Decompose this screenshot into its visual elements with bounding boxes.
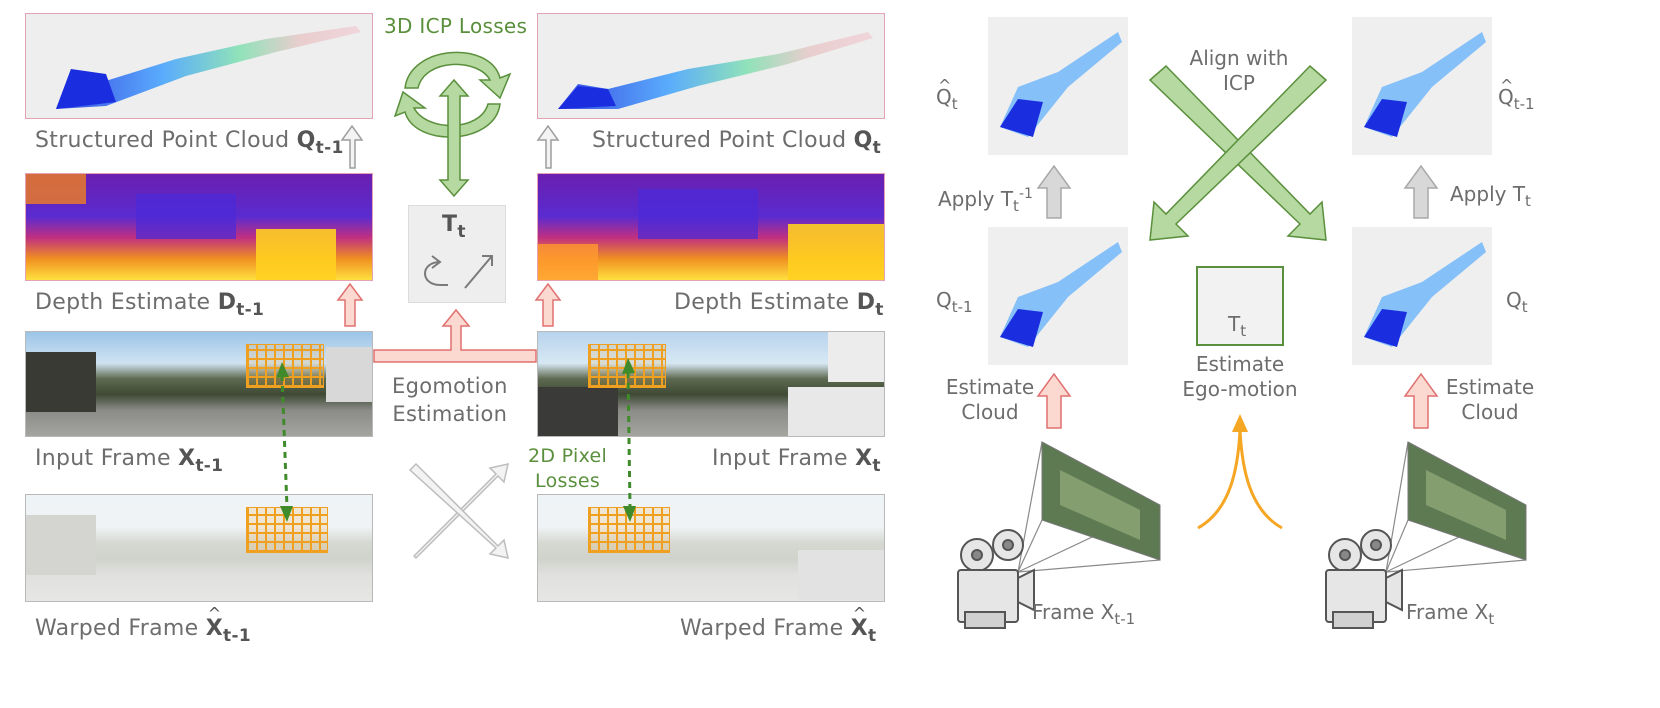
depth-cur-label: Depth Estimate Dt [674, 290, 884, 320]
input-frame-cur-image [537, 331, 885, 437]
camera-icon-cur [1325, 529, 1403, 629]
warped-cur-label: Warped Frame Xt [680, 604, 876, 646]
warped-frame-cur-image [537, 494, 885, 602]
camera-icon-prev [957, 529, 1035, 629]
warped-prev-label: Warped Frame Xt-1 [35, 604, 251, 646]
point-cloud-cur-thumb [1352, 227, 1492, 365]
point-cloud-prev-label: Structured Point Cloud Qt-1 [35, 128, 344, 158]
input-prev-label: Input Frame Xt-1 [35, 446, 224, 476]
transform-label-right: Tt [1228, 312, 1247, 340]
point-cloud-prev-image [56, 26, 361, 109]
egomotion-label: Egomotion Estimation [392, 374, 508, 426]
icp-vertical-arrow [438, 78, 470, 198]
q-prev-label: Qt-1 [936, 288, 973, 316]
up-arrow-pink-prev [336, 282, 364, 327]
icp-losses-label: 3D ICP Losses [384, 14, 528, 38]
frame-cur-label: Frame Xt [1406, 600, 1495, 628]
align-icp-label: Align with ICP [1189, 46, 1289, 95]
align-icp-cross-arrows [1148, 64, 1328, 241]
depth-prev-label: Depth Estimate Dt-1 [35, 290, 265, 320]
pixel-grid-overlay-cur [588, 344, 666, 388]
estimate-cloud-arrow-prev [1036, 372, 1072, 429]
point-cloud-hat-prev-thumb [988, 17, 1128, 155]
pixel-grid-overlay-warped-prev [246, 507, 328, 553]
qhat-prev-label: Qt [936, 73, 958, 117]
up-arrow-grey-prev [340, 124, 364, 169]
point-cloud-cur-panel [537, 13, 885, 119]
transform-label-left: Tt [442, 212, 466, 242]
transform-box-left [408, 205, 506, 303]
estimate-cloud-prev-label: Estimate Cloud [945, 375, 1035, 424]
input-frame-prev-image [25, 331, 373, 437]
pixel-losses-label: 2D Pixel Losses [528, 445, 608, 492]
egomotion-connector-arrow [373, 308, 537, 363]
point-cloud-cur-label: Structured Point Cloud Qt [592, 128, 882, 158]
apply-inverse-label: Apply Tt-1 [938, 186, 1033, 215]
pixel-grid-overlay-prev [246, 344, 324, 388]
apply-arrow [1403, 164, 1439, 219]
frame-prev-label: Frame Xt-1 [1032, 600, 1136, 628]
up-arrow-pink-cur [534, 282, 562, 327]
point-cloud-hat-cur-thumb [1352, 17, 1492, 155]
icp-cycle-arrows [393, 51, 512, 138]
pixel-correspondence-arrows [280, 371, 632, 509]
point-cloud-prev-panel [25, 13, 373, 119]
estimate-cloud-cur-label: Estimate Cloud [1445, 375, 1535, 424]
pixel-grid-overlay-warped-cur [588, 507, 670, 553]
estimate-egomotion-label: Estimate Ego-motion [1182, 352, 1298, 401]
estimate-cloud-arrow-cur [1403, 372, 1439, 429]
q-cur-label: Qt [1506, 288, 1528, 316]
apply-label: Apply Tt [1450, 182, 1531, 210]
point-cloud-cur-image [558, 32, 873, 109]
camera-frustum-prev [1017, 441, 1161, 573]
depth-map-cur [537, 173, 885, 281]
point-cloud-prev-thumb [988, 227, 1128, 365]
apply-inverse-arrow [1036, 164, 1072, 219]
warped-frame-prev-image [25, 494, 373, 602]
qhat-cur-label: Qt-1 [1498, 73, 1535, 117]
depth-map-prev [25, 173, 373, 281]
egomotion-merge-arrow [1197, 429, 1283, 530]
warp-cross-arrows [408, 462, 509, 560]
transform-box-right [1196, 266, 1284, 346]
input-cur-label: Input Frame Xt [712, 446, 881, 476]
rotation-translation-icon-left [424, 255, 493, 289]
up-arrow-grey-cur [536, 124, 560, 169]
